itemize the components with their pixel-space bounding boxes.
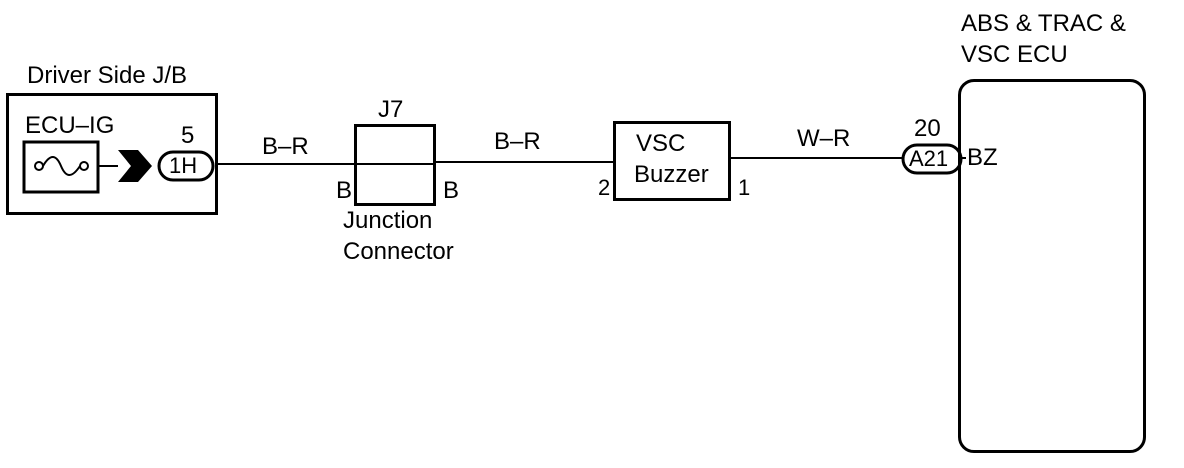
junction-connector-box <box>354 124 436 206</box>
junction-right-pin: B <box>443 177 460 204</box>
buzzer-pin-out: 1 <box>738 175 751 200</box>
jb-box <box>6 93 218 215</box>
fuse-icon <box>42 156 81 176</box>
ecu-box <box>958 79 1146 453</box>
buzzer-label-line1: VSC <box>636 130 686 157</box>
junction-left-pin: B <box>336 177 353 204</box>
buzzer-label-line2: Buzzer <box>634 161 709 188</box>
junction-label-line1: Junction <box>343 207 433 234</box>
connector-1h-label: 1H <box>169 153 198 178</box>
vsc-buzzer-box <box>613 121 731 201</box>
connector-1h-shape <box>157 150 215 182</box>
jb-pin-number: 5 <box>181 122 195 149</box>
junction-id: J7 <box>378 96 404 123</box>
ecu-title-line1: ABS & TRAC & <box>961 10 1126 37</box>
jb-title: Driver Side J/B <box>27 62 188 89</box>
wire-label-b-r-1: B–R <box>262 133 309 160</box>
junction-label-line2: Connector <box>343 238 454 265</box>
ecu-title-line2: VSC ECU <box>961 41 1068 68</box>
connector-a21-label: A21 <box>909 146 949 171</box>
fuse-label: ECU–IG <box>25 112 115 139</box>
wire-label-w-r: W–R <box>797 125 851 152</box>
ecu-pin-number: 20 <box>914 115 941 142</box>
wire-label-b-r-2: B–R <box>494 128 541 155</box>
ecu-terminal-bz: BZ <box>967 144 998 171</box>
buzzer-pin-in: 2 <box>598 175 611 200</box>
chevron-connector-icon <box>118 150 152 182</box>
